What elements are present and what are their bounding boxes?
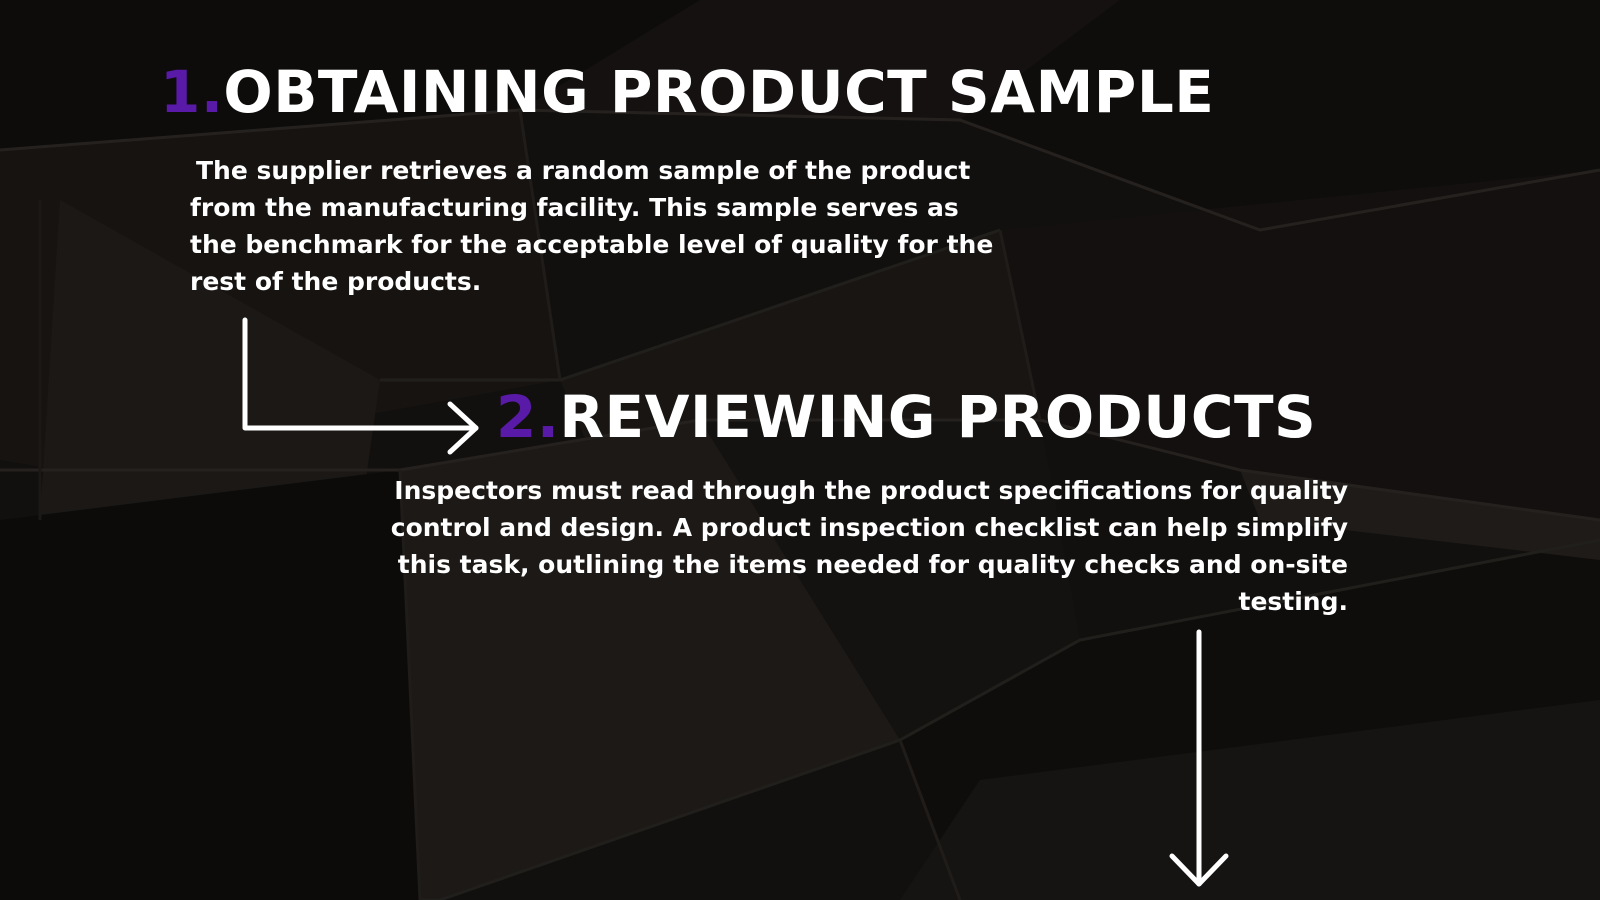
step-2-title: REVIEWING PRODUCTS	[559, 383, 1317, 451]
step-1-heading: 1.OBTAINING PRODUCT SAMPLE	[160, 63, 1214, 121]
step-1-number: 1.	[160, 58, 224, 126]
step-2-description: Inspectors must read through the product…	[390, 476, 1348, 616]
elbow-arrow-icon	[242, 317, 479, 455]
step-1-description: The supplier retrieves a random sample o…	[190, 156, 994, 296]
step-2-heading: 2.REVIEWING PRODUCTS	[496, 388, 1316, 446]
step-2-number: 2.	[496, 383, 560, 451]
step-1-title: OBTAINING PRODUCT SAMPLE	[223, 58, 1215, 126]
down-arrow-icon	[1169, 629, 1229, 887]
